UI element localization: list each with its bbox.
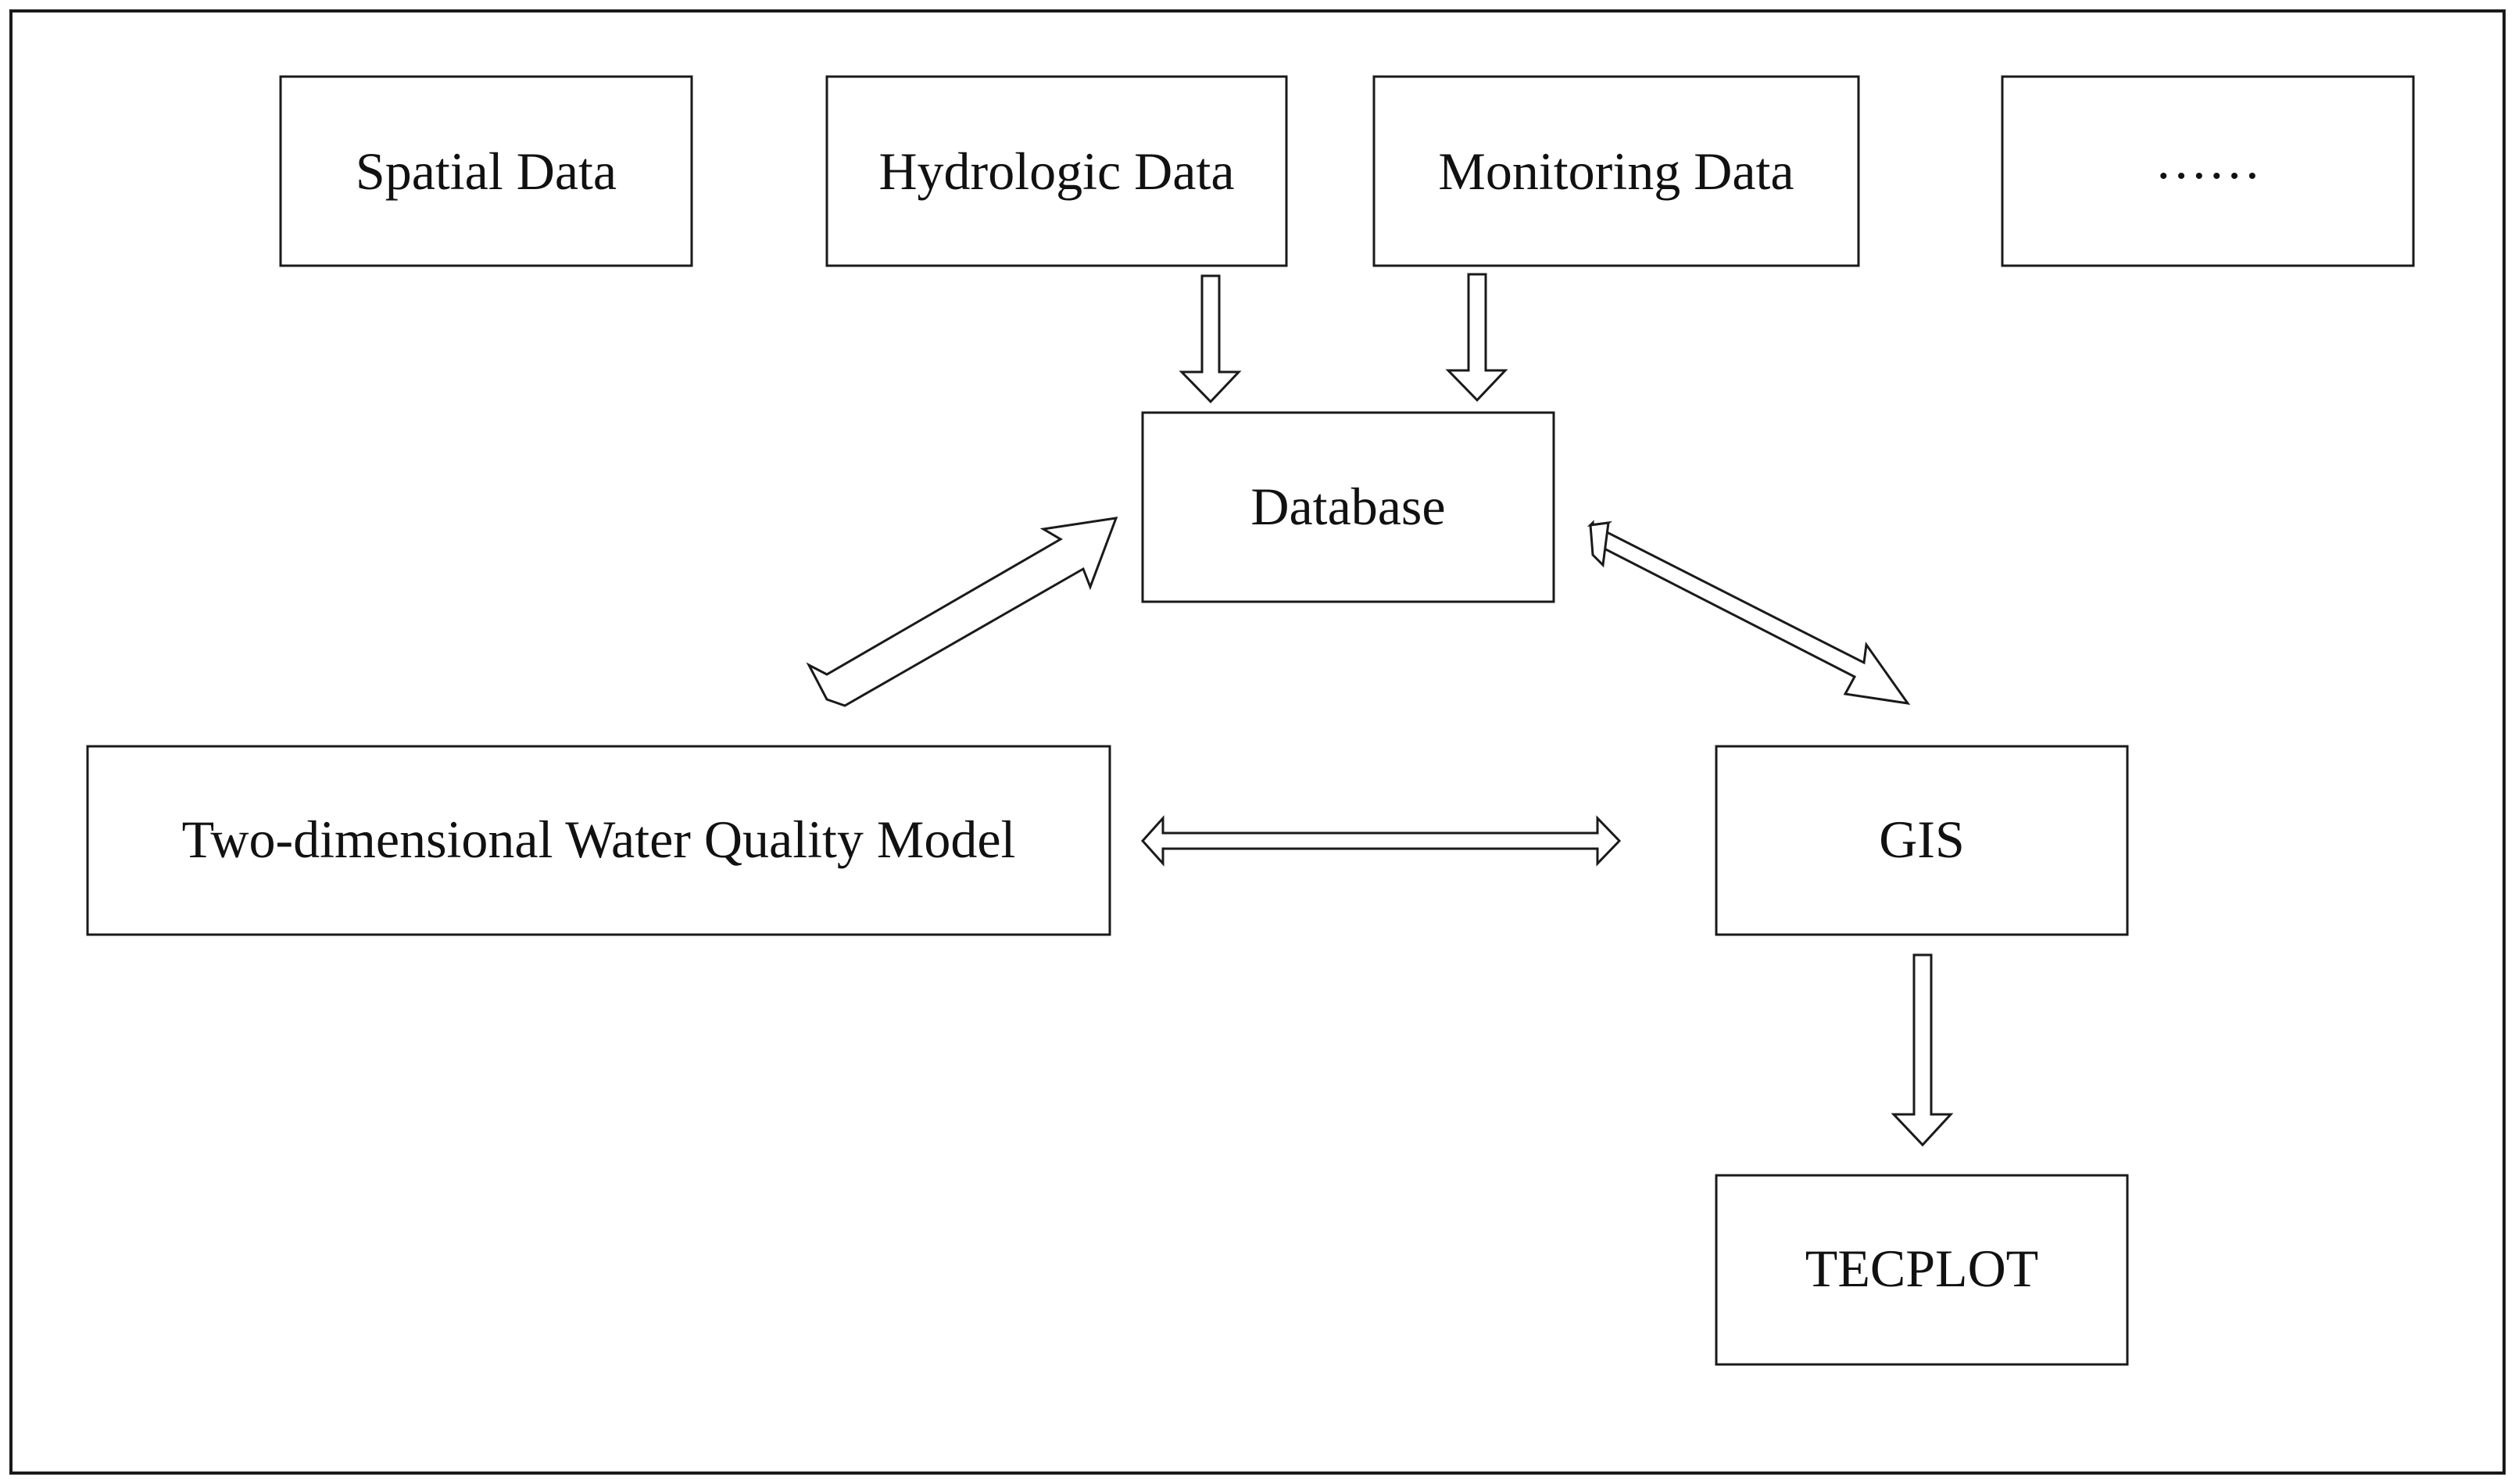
database-node: Database (1141, 411, 1555, 603)
monitoring-data-label: Monitoring Data (1438, 141, 1794, 201)
monitoring-data-box (1372, 75, 1860, 267)
more-data-label: …… (2155, 131, 2261, 190)
water-quality-model-box (86, 745, 1111, 936)
database-model-double-arrow (806, 517, 1118, 707)
more-data-box (2001, 75, 2415, 267)
gis-node: GIS (1715, 745, 2129, 936)
database-label: Database (1250, 477, 1445, 536)
monitoring-data-node: Monitoring Data (1372, 75, 1860, 267)
spatial-data-box (279, 75, 693, 267)
hydrologic-data-node: Hydrologic Data (825, 75, 1288, 267)
water-quality-model-node: Two-dimensional Water Quality Model (86, 745, 1111, 936)
monitoring-to-database-arrow (1445, 273, 1508, 402)
database-box (1141, 411, 1555, 603)
database-gis-double-arrow (1587, 520, 1911, 706)
model-gis-double-arrow (1140, 815, 1622, 867)
diagram-frame (9, 9, 2506, 1475)
more-data-node: …… (2001, 75, 2415, 267)
gis-to-tecplot-arrow (1891, 953, 1954, 1147)
spatial-data-label: Spatial Data (356, 141, 617, 201)
tecplot-node: TECPLOT (1715, 1174, 2129, 1366)
water-quality-model-label: Two-dimensional Water Quality Model (182, 810, 1016, 869)
gis-box (1715, 745, 2129, 936)
spatial-data-node: Spatial Data (279, 75, 693, 267)
hydrologic-data-label: Hydrologic Data (878, 141, 1234, 201)
hydrologic-data-box (825, 75, 1288, 267)
database-gis-arrowhead-top (1589, 521, 1610, 568)
tecplot-box (1715, 1174, 2129, 1366)
tecplot-label: TECPLOT (1805, 1239, 2038, 1298)
gis-label: GIS (1879, 810, 1965, 869)
hydrologic-to-database-arrow (1179, 274, 1242, 404)
